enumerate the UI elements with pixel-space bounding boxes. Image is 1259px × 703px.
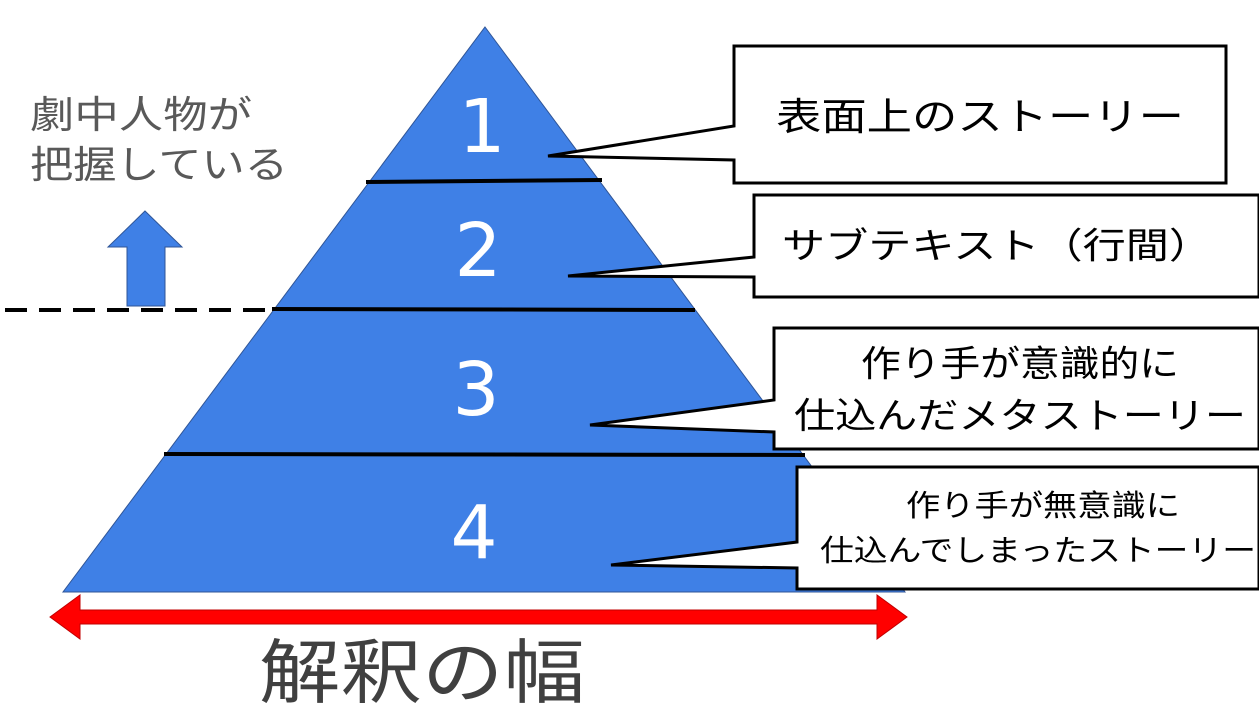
- side-note-line1: 劇中人物が: [30, 93, 252, 137]
- up-arrow-icon: [106, 210, 184, 307]
- side-note-line2: 把握している: [30, 143, 288, 187]
- callout-tier-2-text: サブテキスト（行間）: [782, 226, 1212, 267]
- tier-divider: [163, 452, 806, 457]
- tier-divider: [271, 307, 696, 312]
- tier-number-4: 4: [450, 490, 497, 576]
- callout-tier-1: 表面上のストーリー: [547, 44, 1228, 185]
- callout-tier-3: 作り手が意識的に 仕込んだメタストーリー: [589, 326, 1259, 451]
- interpretation-width-label: 解釈の幅: [259, 632, 585, 703]
- callout-tier-3-text-line1: 作り手が意識的に: [861, 344, 1179, 385]
- interpretation-width-arrow: [49, 594, 908, 640]
- tier-number-2: 2: [454, 208, 501, 294]
- callout-tier-4: 作り手が無意識に 仕込んでしまったストーリー: [610, 465, 1259, 591]
- tier-number-3: 3: [452, 347, 499, 433]
- callout-tier-2: サブテキスト（行間）: [567, 193, 1259, 299]
- tier-number-1: 1: [458, 84, 505, 170]
- callout-tier-4-text-line1: 作り手が無意識に: [906, 489, 1180, 524]
- tier-divider: [365, 178, 603, 184]
- callout-tier-4-text-line2: 仕込んでしまったストーリー: [820, 534, 1256, 569]
- callout-tier-1-text: 表面上のストーリー: [776, 95, 1184, 139]
- callout-tier-3-text-line2: 仕込んだメタストーリー: [794, 396, 1246, 437]
